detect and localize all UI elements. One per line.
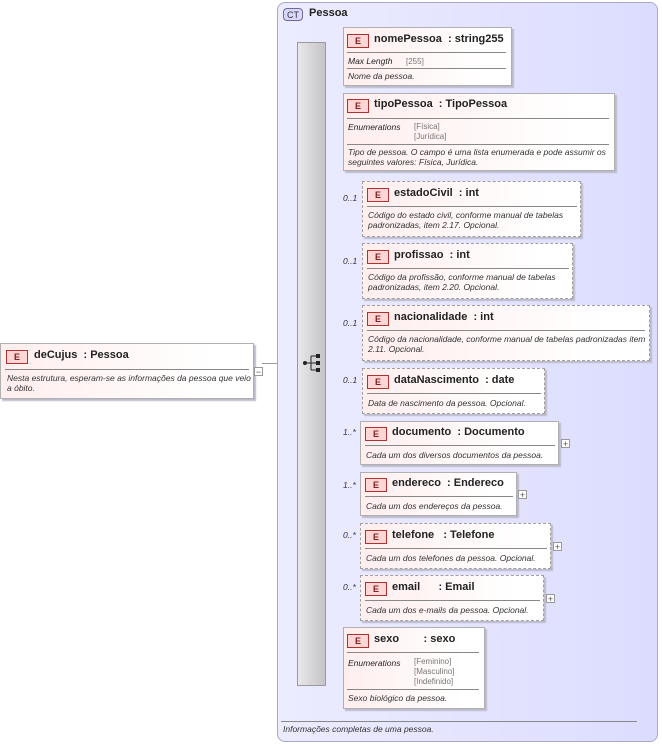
expand-toggle[interactable]: + bbox=[546, 594, 555, 604]
facet-label: Max Length bbox=[348, 56, 393, 66]
element-name: sexo : sexo bbox=[374, 633, 456, 645]
element-badge: E bbox=[6, 350, 28, 364]
element-badge: E bbox=[365, 582, 387, 596]
element-nacionalidade[interactable]: E nacionalidade : int Código da nacional… bbox=[362, 305, 650, 361]
element-description: Código do estado civil, conforme manual … bbox=[368, 210, 564, 230]
element-name: profissao : int bbox=[394, 249, 470, 261]
element-description: Cada um dos diversos documentos da pesso… bbox=[366, 450, 544, 460]
divider bbox=[367, 330, 645, 331]
divider bbox=[347, 689, 479, 690]
divider bbox=[365, 496, 513, 497]
element-name: documento : Documento bbox=[392, 426, 525, 438]
element-description: Sexo biológico da pessoa. bbox=[348, 693, 448, 703]
divider bbox=[367, 206, 577, 207]
element-badge: E bbox=[367, 312, 389, 326]
divider bbox=[367, 393, 541, 394]
expand-toggle[interactable]: + bbox=[518, 490, 527, 500]
element-name: nacionalidade : int bbox=[394, 311, 494, 323]
element-name: dataNascimento : date bbox=[394, 374, 515, 386]
element-tipopessoa[interactable]: E tipoPessoa : TipoPessoa Enumerations [… bbox=[343, 93, 615, 171]
facet-values: [Física] [Jurídica] bbox=[414, 122, 447, 141]
element-name: deCujus : Pessoa bbox=[34, 349, 129, 361]
collapse-toggle[interactable]: − bbox=[254, 367, 263, 377]
footer-divider bbox=[281, 721, 637, 722]
element-badge: E bbox=[365, 478, 387, 492]
element-description: Nome da pessoa. bbox=[348, 71, 415, 81]
element-name: tipoPessoa : TipoPessoa bbox=[374, 98, 508, 110]
element-datanascimento[interactable]: E dataNascimento : date Data de nascimen… bbox=[362, 368, 545, 414]
element-description: Cada um dos endereços da pessoa. bbox=[366, 501, 503, 511]
divider bbox=[347, 144, 609, 145]
divider bbox=[347, 52, 506, 53]
element-badge: E bbox=[365, 427, 387, 441]
cardinality: 0..* bbox=[343, 530, 356, 540]
cardinality: 0..1 bbox=[343, 193, 358, 203]
facet-label: Enumerations bbox=[348, 658, 401, 668]
expand-toggle[interactable]: + bbox=[553, 542, 562, 552]
element-description: Data de nascimento da pessoa. Opcional. bbox=[368, 398, 526, 408]
element-badge: E bbox=[367, 375, 389, 389]
element-email[interactable]: E email : Email Cada um dos e-mails da p… bbox=[360, 575, 544, 621]
element-name: telefone : Telefone bbox=[392, 529, 495, 541]
element-description: Cada um dos telefones da pessoa. Opciona… bbox=[366, 553, 536, 563]
element-endereco[interactable]: E endereco : Endereco Cada um dos endere… bbox=[360, 472, 517, 516]
element-badge: E bbox=[347, 99, 369, 113]
element-description: Tipo de pessoa. O campo é uma lista enum… bbox=[348, 147, 606, 167]
facet-label: Enumerations bbox=[348, 122, 401, 132]
cardinality: 1..* bbox=[343, 480, 356, 490]
cardinality: 0..* bbox=[343, 582, 356, 592]
element-badge: E bbox=[347, 34, 369, 48]
element-profissao[interactable]: E profissao : int Código da profissão, c… bbox=[362, 243, 573, 299]
element-description: Código da nacionalidade, conforme manual… bbox=[368, 334, 646, 354]
divider bbox=[365, 548, 547, 549]
divider bbox=[347, 68, 506, 69]
element-name: email : Email bbox=[392, 581, 475, 593]
facet-values: [Feminino] [Masculino] [Indefinido] bbox=[414, 657, 455, 686]
element-name: nomePessoa : string255 bbox=[374, 33, 504, 45]
complex-type-badge: CT bbox=[283, 8, 303, 21]
element-badge: E bbox=[367, 250, 389, 264]
element-description: Cada um dos e-mails da pessoa. Opcional. bbox=[366, 605, 529, 615]
cardinality: 1..* bbox=[343, 427, 356, 437]
element-nomepessoa[interactable]: E nomePessoa : string255 Max Length [255… bbox=[343, 27, 512, 86]
divider bbox=[5, 369, 249, 370]
element-badge: E bbox=[365, 530, 387, 544]
element-description: Nesta estrutura, esperam-se as informaçõ… bbox=[7, 373, 251, 393]
cardinality: 0..1 bbox=[343, 256, 358, 266]
cardinality: 0..1 bbox=[343, 318, 358, 328]
sequence-icon bbox=[303, 354, 320, 372]
element-description: Código da profissão, conforme manual de … bbox=[368, 272, 556, 292]
root-element-decujus[interactable]: E deCujus : Pessoa Nesta estrutura, espe… bbox=[0, 343, 254, 399]
complex-type-name: Pessoa bbox=[309, 7, 348, 19]
element-documento[interactable]: E documento : Documento Cada um dos dive… bbox=[360, 421, 559, 465]
divider bbox=[365, 445, 555, 446]
expand-toggle[interactable]: + bbox=[561, 439, 570, 449]
cardinality: 0..1 bbox=[343, 375, 358, 385]
divider bbox=[365, 600, 540, 601]
complex-type-description: Informações completas de uma pessoa. bbox=[283, 724, 434, 734]
element-badge: E bbox=[347, 634, 369, 648]
element-estadocivil[interactable]: E estadoCivil : int Código do estado civ… bbox=[362, 181, 581, 237]
facet-values: [255] bbox=[406, 57, 424, 66]
element-name: endereco : Endereco bbox=[392, 477, 504, 489]
divider bbox=[347, 652, 479, 653]
element-name: estadoCivil : int bbox=[394, 187, 479, 199]
divider bbox=[347, 118, 609, 119]
divider bbox=[367, 268, 569, 269]
element-badge: E bbox=[367, 188, 389, 202]
element-sexo[interactable]: E sexo : sexo Enumerations [Feminino] [M… bbox=[343, 627, 485, 709]
element-telefone[interactable]: E telefone : Telefone Cada um dos telefo… bbox=[360, 523, 551, 569]
